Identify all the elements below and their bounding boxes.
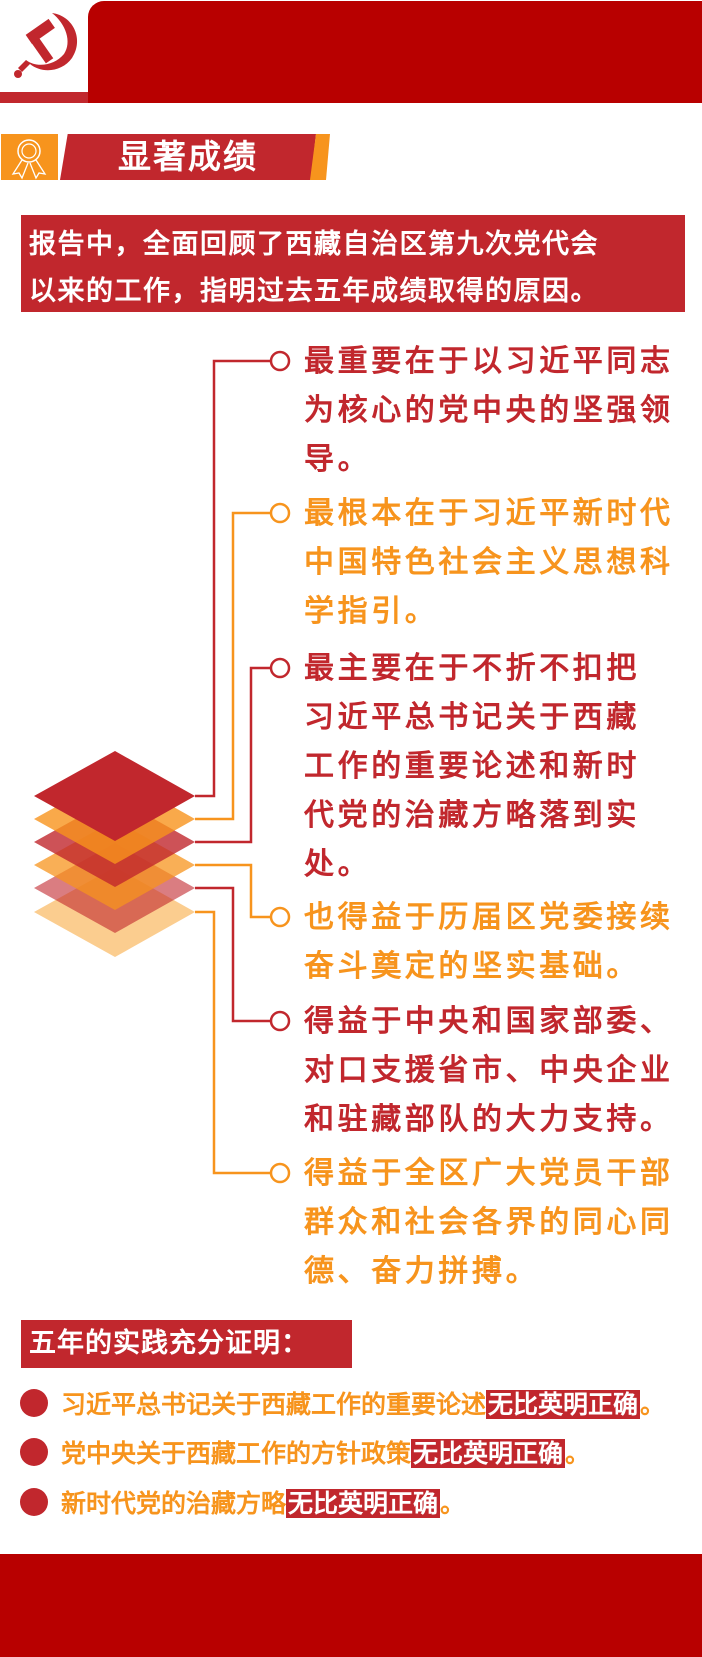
reason-line: 中国特色社会主义思想科: [304, 545, 674, 580]
section-title-accent: [310, 134, 330, 180]
summary-highlight: 无比英明正确: [486, 1390, 641, 1419]
node-circle-6: [269, 1162, 291, 1184]
node-circle-2: [269, 502, 291, 524]
node-circle-1: [269, 350, 291, 372]
connector-4: [195, 863, 271, 919]
reason-item-4: 也得益于历届区党委接续 奋斗奠定的坚实基础。: [304, 893, 674, 991]
reason-line: 导。: [304, 442, 372, 477]
layer-diagram: [34, 350, 291, 1184]
reason-line: 奋斗奠定的坚实基础。: [304, 949, 640, 984]
intro-line: 以来的工作，指明过去五年成绩取得的原因。: [29, 276, 599, 307]
summary-end: 。: [565, 1439, 591, 1468]
reason-line: 对口支援省市、中央企业: [304, 1053, 674, 1088]
connector-6: [195, 910, 271, 1175]
reason-line: 处。: [304, 847, 372, 882]
footer-banner: [0, 1554, 702, 1657]
header-strip: [0, 92, 100, 103]
bullet-dot-icon: [20, 1438, 48, 1466]
summary-text: 新时代党的治藏方略: [61, 1489, 287, 1518]
node-circle-4: [269, 906, 291, 928]
summary-item: 党中央关于西藏工作的方针政策无比英明正确。: [20, 1435, 590, 1469]
reason-item-5: 得益于中央和国家部委、 对口支援省市、中央企业 和驻藏部队的大力支持。: [304, 997, 674, 1144]
bullet-dot-icon: [20, 1389, 48, 1417]
intro-line: 报告中，全面回顾了西藏自治区第九次党代会: [29, 229, 599, 260]
bullet-dot-icon: [20, 1488, 48, 1516]
hammer-sickle-icon: [14, 13, 78, 78]
reason-line: 工作的重要论述和新时: [304, 749, 640, 784]
summary-end: 。: [440, 1489, 466, 1518]
summary-title: 五年的实践充分证明：: [21, 1320, 352, 1368]
summary-item: 新时代党的治藏方略无比英明正确。: [20, 1485, 465, 1519]
connector-1: [195, 359, 271, 798]
section-title-bar: [60, 134, 316, 180]
summary-item: 习近平总书记关于西藏工作的重要论述无比英明正确。: [20, 1386, 665, 1420]
reason-line: 为核心的党中央的坚强领: [304, 393, 674, 428]
reason-item-3: 最主要在于不折不扣把 习近平总书记关于西藏 工作的重要论述和新时 代党的治藏方略…: [304, 644, 640, 889]
summary-end: 。: [640, 1390, 666, 1419]
reason-line: 最重要在于以习近平同志: [304, 344, 674, 379]
node-circle-5: [269, 1010, 291, 1032]
reason-line: 最根本在于习近平新时代: [304, 496, 674, 531]
reason-line: 习近平总书记关于西藏: [304, 700, 640, 735]
reason-line: 也得益于历届区党委接续: [304, 900, 674, 935]
node-circle-3: [269, 657, 291, 679]
intro-box: 报告中，全面回顾了西藏自治区第九次党代会 以来的工作，指明过去五年成绩取得的原因…: [21, 215, 685, 312]
summary-text: 习近平总书记关于西藏工作的重要论述: [61, 1390, 487, 1419]
reason-line: 和驻藏部队的大力支持。: [304, 1102, 674, 1137]
summary-text: 党中央关于西藏工作的方针政策: [61, 1439, 412, 1468]
reason-line: 德、奋力拼搏。: [304, 1254, 540, 1289]
reason-item-2: 最根本在于习近平新时代 中国特色社会主义思想科 学指引。: [304, 489, 674, 636]
reason-line: 学指引。: [304, 594, 439, 629]
medal-icon: [11, 139, 47, 180]
connector-2: [195, 511, 271, 821]
connector-5: [195, 886, 271, 1023]
section-medal-badge: [1, 134, 58, 180]
reason-line: 得益于中央和国家部委、: [304, 1004, 674, 1039]
reason-line: 代党的治藏方略落到实: [304, 798, 640, 833]
reason-item-1: 最重要在于以习近平同志 为核心的党中央的坚强领 导。: [304, 337, 674, 484]
header-banner: [88, 1, 702, 103]
reason-line: 最主要在于不折不扣把: [304, 651, 640, 686]
reason-line: 群众和社会各界的同心同: [304, 1205, 674, 1240]
layer-diamond-1: [34, 751, 195, 841]
reason-item-6: 得益于全区广大党员干部 群众和社会各界的同心同 德、奋力拼搏。: [304, 1149, 674, 1296]
reason-line: 得益于全区广大党员干部: [304, 1156, 674, 1191]
summary-highlight: 无比英明正确: [411, 1439, 566, 1468]
section-title: 显著成绩: [118, 137, 258, 176]
connector-3: [195, 666, 271, 844]
summary-highlight: 无比英明正确: [286, 1489, 441, 1518]
